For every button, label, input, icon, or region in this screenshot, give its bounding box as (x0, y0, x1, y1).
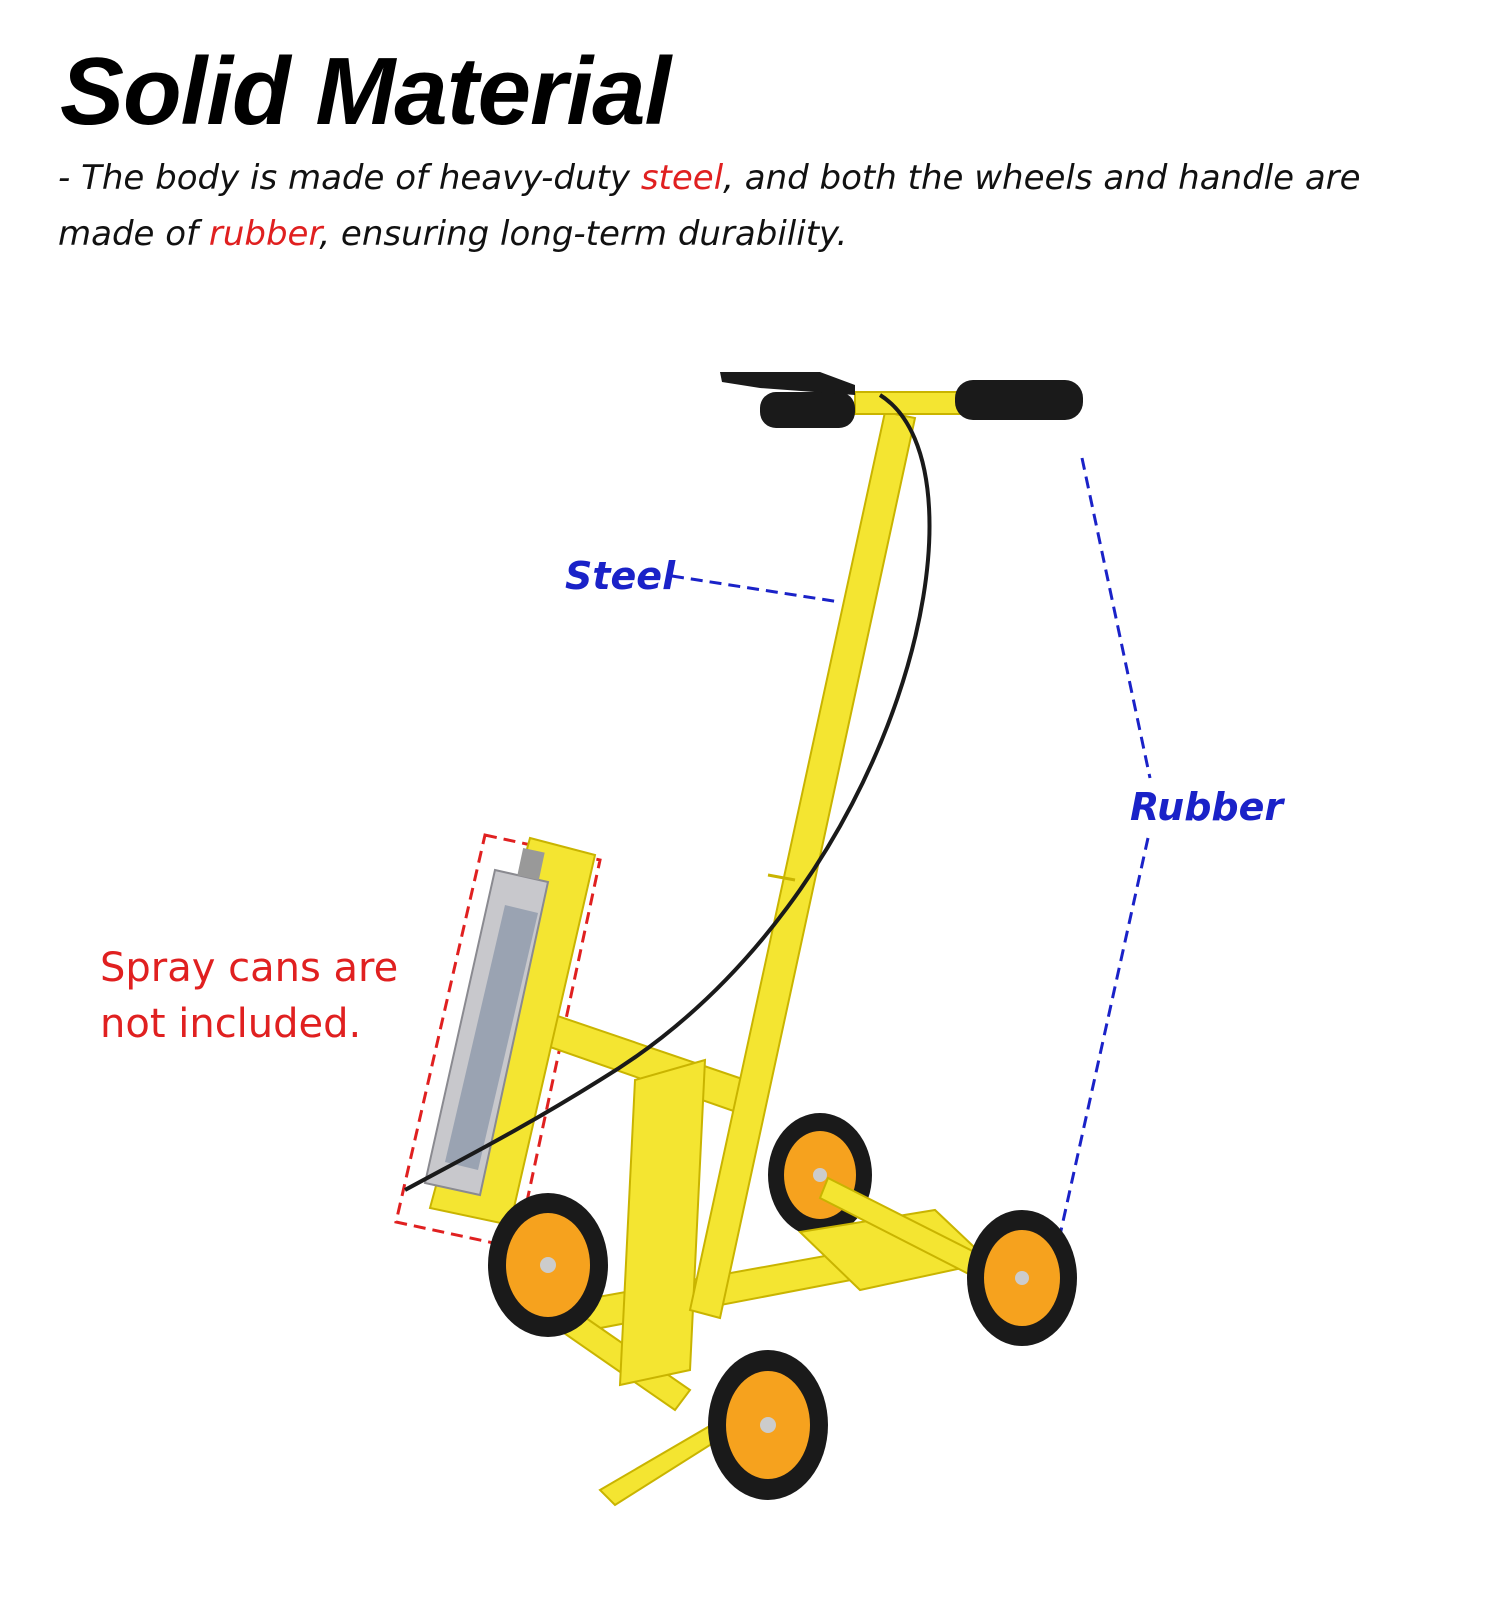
spray-can-note: Spray cans are not included. (100, 945, 399, 1047)
callout-lines (671, 457, 1152, 1236)
bottom-wheel (708, 1350, 828, 1500)
description-prefix: - The body is made of heavy-duty (58, 158, 641, 198)
handlebar (720, 372, 1083, 428)
ground-guide (598, 1417, 723, 1507)
rubber-callout-line-top (1080, 457, 1152, 779)
left-grip (760, 392, 855, 428)
control-cable (404, 393, 932, 1192)
rubber-callout-line-bottom (1058, 837, 1150, 1236)
rubber-highlight: rubber (208, 214, 320, 254)
rear-left-wheel (768, 1113, 872, 1237)
right-grip (955, 380, 1083, 420)
spray-can (423, 848, 550, 1197)
steel-mast (688, 410, 917, 1320)
steel-callout-label: Steel (565, 554, 676, 598)
mast-bracket (618, 1058, 707, 1387)
description-middle: , and both the wheels and handle are mad… (58, 158, 1361, 254)
steel-callout-line (671, 574, 841, 604)
page-title: Solid Material (60, 38, 671, 145)
rubber-callout-label: Rubber (1130, 785, 1284, 829)
steel-highlight: steel (640, 158, 724, 198)
brake-lever (720, 372, 855, 395)
description-suffix: , ensuring long-term durability. (319, 214, 848, 254)
front-left-wheel (488, 1193, 608, 1337)
front-right-wheel (967, 1210, 1077, 1346)
description: - The body is made of heavy-duty steel, … (58, 150, 1418, 262)
